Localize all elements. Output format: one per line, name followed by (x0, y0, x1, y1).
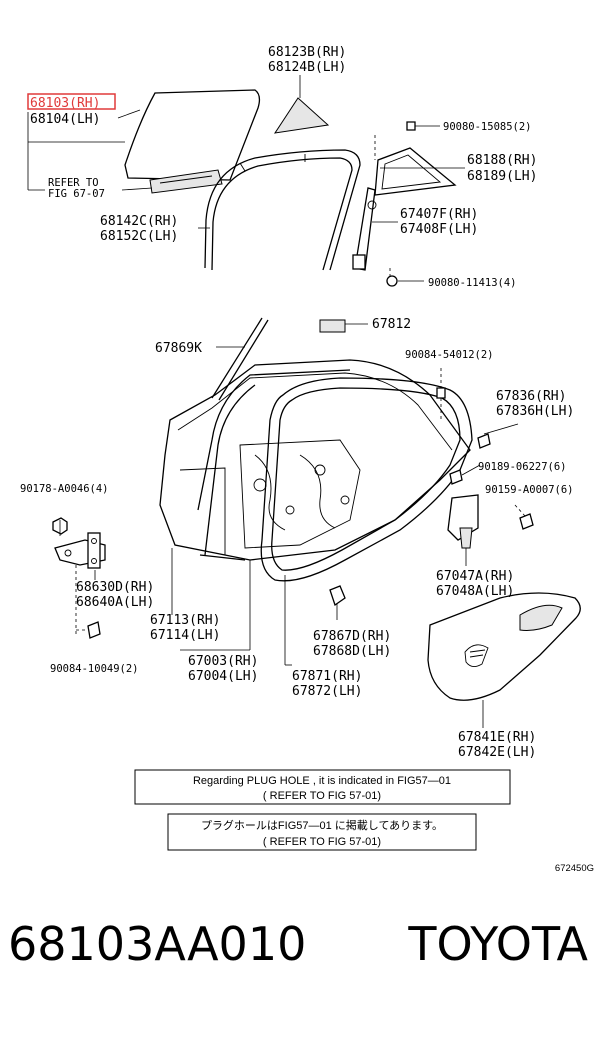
label-67841: 67841E(RH) (458, 730, 536, 745)
label-67113: 67113(RH) (150, 613, 220, 628)
label-67842: 67842E(LH) (458, 745, 536, 760)
quarter-frame-68188 (374, 147, 457, 196)
note-en-line1: Regarding PLUG HOLE , it is indicated in… (193, 775, 451, 787)
label-67836: 67836(RH) (496, 389, 566, 404)
label-67003: 67003(RH) (188, 654, 258, 669)
label-68142: 68142C(RH) (100, 214, 178, 229)
label-refer-a: REFER TO (48, 177, 99, 189)
bolt-90080-11413 (386, 275, 424, 287)
label-67114: 67114(LH) (150, 628, 220, 643)
footer-brand: TOYOTA (407, 917, 588, 971)
hole-cover-67812 (319, 319, 368, 333)
label-refer-b: FIG 67-07 (48, 188, 105, 200)
screw-90084-54012 (436, 368, 446, 420)
label-67872: 67872(LH) (292, 684, 362, 699)
label-68189: 68189(LH) (467, 169, 537, 184)
label-68152: 68152C(LH) (100, 229, 178, 244)
label-67408: 67408F(LH) (400, 222, 478, 237)
bolt-90084-10049 (75, 565, 101, 639)
hinge-68630 (54, 532, 106, 569)
hinge-bracket-67047 (447, 494, 479, 566)
label-67047: 67047A(RH) (436, 569, 514, 584)
label-68104: 68104(LH) (30, 112, 100, 127)
label-90080-15085: 90080-15085(2) (443, 121, 532, 133)
label-90080-11413: 90080-11413(4) (428, 277, 517, 289)
label-67048: 67048A(LH) (436, 584, 514, 599)
note-en-line2: ( REFER TO FIG 57-01) (263, 790, 381, 802)
note-jp-line1: プラグホールはFIG57—01 に掲載してあります。 (201, 818, 443, 832)
label-90159: 90159-A0007(6) (485, 484, 574, 496)
leaders-top (27, 75, 465, 278)
label-67004: 67004(LH) (188, 669, 258, 684)
label-67836h: 67836H(LH) (496, 404, 574, 419)
labels: 68103(RH) 68104(LH) REFER TO FIG 67-07 6… (20, 45, 574, 760)
glass-run-68142 (204, 149, 361, 271)
label-90189: 90189-06227(6) (478, 461, 567, 473)
label-68124: 68124B(LH) (268, 60, 346, 75)
door-glass-68103 (124, 89, 261, 194)
belt-molding-67869 (211, 317, 269, 401)
division-bar-67407 (352, 187, 377, 271)
label-67869: 67869K (155, 341, 202, 356)
label-68103: 68103(RH) (30, 96, 100, 111)
note-jp-line2: ( REFER TO FIG 57-01) (263, 836, 381, 848)
label-90084-54012: 90084-54012(2) (405, 349, 494, 361)
door-panel-67003 (159, 359, 471, 561)
label-90178: 90178-A0046(4) (20, 483, 109, 495)
quarter-glass-68123 (273, 97, 330, 134)
note-box-japanese: プラグホールはFIG57—01 に掲載してあります。 ( REFER TO FI… (167, 813, 477, 851)
clip-90189 (449, 423, 519, 485)
label-68123: 68123B(RH) (268, 45, 346, 60)
weatherstrip-67867 (197, 369, 351, 561)
label-68630: 68630D(RH) (76, 580, 154, 595)
note-box-english: Regarding PLUG HOLE , it is indicated in… (134, 769, 511, 805)
clip-90159 (514, 504, 534, 530)
trim-board-67841 (427, 592, 581, 728)
label-67867: 67867D(RH) (313, 629, 391, 644)
label-67868: 67868D(LH) (313, 644, 391, 659)
label-68188: 68188(RH) (467, 153, 537, 168)
highlight-box (27, 93, 116, 110)
label-67407: 67407F(RH) (400, 207, 478, 222)
plug-67867 (329, 585, 346, 620)
label-90084-10049: 90084-10049(2) (50, 663, 139, 675)
label-67812: 67812 (372, 317, 411, 332)
figure-code: 672450G (555, 863, 594, 874)
label-68640: 68640A(LH) (76, 595, 154, 610)
bolt-90080-15085 (406, 121, 440, 131)
leaders-middle (59, 520, 292, 666)
footer-part-number: 68103AA010 (8, 917, 306, 971)
label-67871: 67871(RH) (292, 669, 362, 684)
weatherstrip-67871 (260, 377, 473, 582)
